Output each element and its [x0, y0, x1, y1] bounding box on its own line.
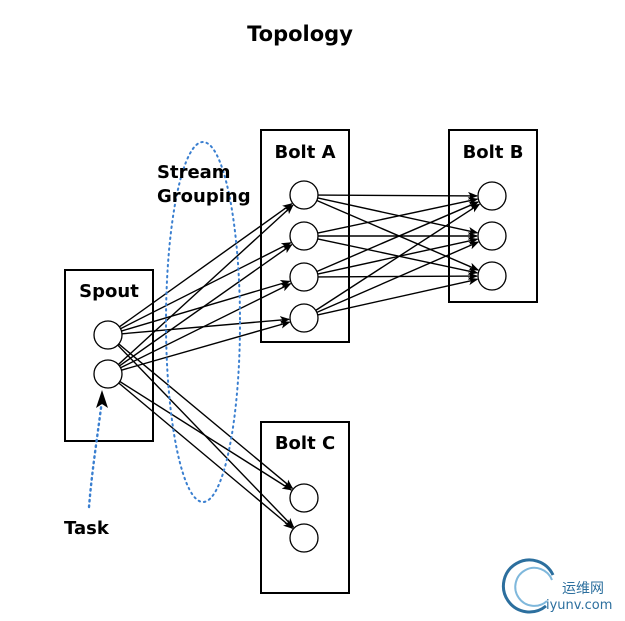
- edge-spout-1-to-bolt-a-0: [117, 204, 294, 366]
- edge-bolt-a-2-to-bolt-b-0: [316, 201, 480, 273]
- edge-spout-1-to-bolt-a-1: [119, 244, 293, 367]
- bolt-a-task-4: [289, 303, 319, 333]
- bolt-b-label: Bolt B: [463, 142, 524, 163]
- edge-spout-1-to-bolt-c-1: [118, 382, 294, 530]
- stream-grouping-label-line2: Grouping: [157, 186, 251, 207]
- bolt-c-label: Bolt C: [275, 433, 335, 454]
- edge-spout-1-to-bolt-c-0: [119, 380, 293, 491]
- task-label: Task: [64, 518, 110, 539]
- stream-grouping-ellipse: [165, 141, 241, 503]
- edge-spout-0-to-bolt-c-0: [118, 343, 294, 490]
- watermark-url: iyunv.com: [546, 598, 612, 613]
- task-pointer-line: [87, 398, 104, 509]
- stream-edges: [117, 191, 481, 530]
- edge-spout-0-to-bolt-a-3: [121, 316, 291, 335]
- edge-spout-0-to-bolt-a-0: [118, 203, 293, 328]
- edge-spout-1-to-bolt-a-2: [120, 283, 292, 369]
- diagram-title: Topology: [247, 22, 353, 46]
- bolt-b-box: [448, 129, 538, 303]
- watermark-swirl-icon: [501, 558, 555, 614]
- bolt-a-task-3: [289, 262, 319, 292]
- edge-bolt-a-1-to-bolt-b-0: [317, 197, 479, 234]
- spout-task-1: [93, 320, 123, 350]
- watermark-swirl-inner-icon: [514, 566, 553, 607]
- bolt-c-task-2: [289, 523, 319, 553]
- bolt-b-task-2: [477, 221, 507, 251]
- watermark-logo: 运维网 iyunv.com: [501, 558, 612, 614]
- bolt-b-task-1: [477, 181, 507, 211]
- bolt-a-task-1: [289, 180, 319, 210]
- watermark-cn: 运维网: [562, 581, 604, 597]
- bolt-a-label: Bolt A: [274, 142, 335, 163]
- edge-bolt-a-3-to-bolt-b-0: [315, 203, 481, 311]
- spout-task-2: [93, 359, 123, 389]
- edge-bolt-a-3-to-bolt-b-1: [316, 241, 480, 314]
- spout-box: [64, 269, 154, 442]
- edge-bolt-a-0-to-bolt-b-0: [317, 191, 479, 200]
- edge-bolt-a-3-to-bolt-b-2: [317, 277, 479, 316]
- bolt-b-task-3: [477, 261, 507, 291]
- task-pointer-arrowhead: [96, 390, 108, 408]
- bolt-c-task-1: [289, 483, 319, 513]
- spout-label: Spout: [79, 281, 139, 302]
- stream-grouping-label-line1: Stream: [157, 162, 231, 183]
- edge-spout-1-to-bolt-a-3: [121, 320, 291, 371]
- bolt-a-task-2: [289, 221, 319, 251]
